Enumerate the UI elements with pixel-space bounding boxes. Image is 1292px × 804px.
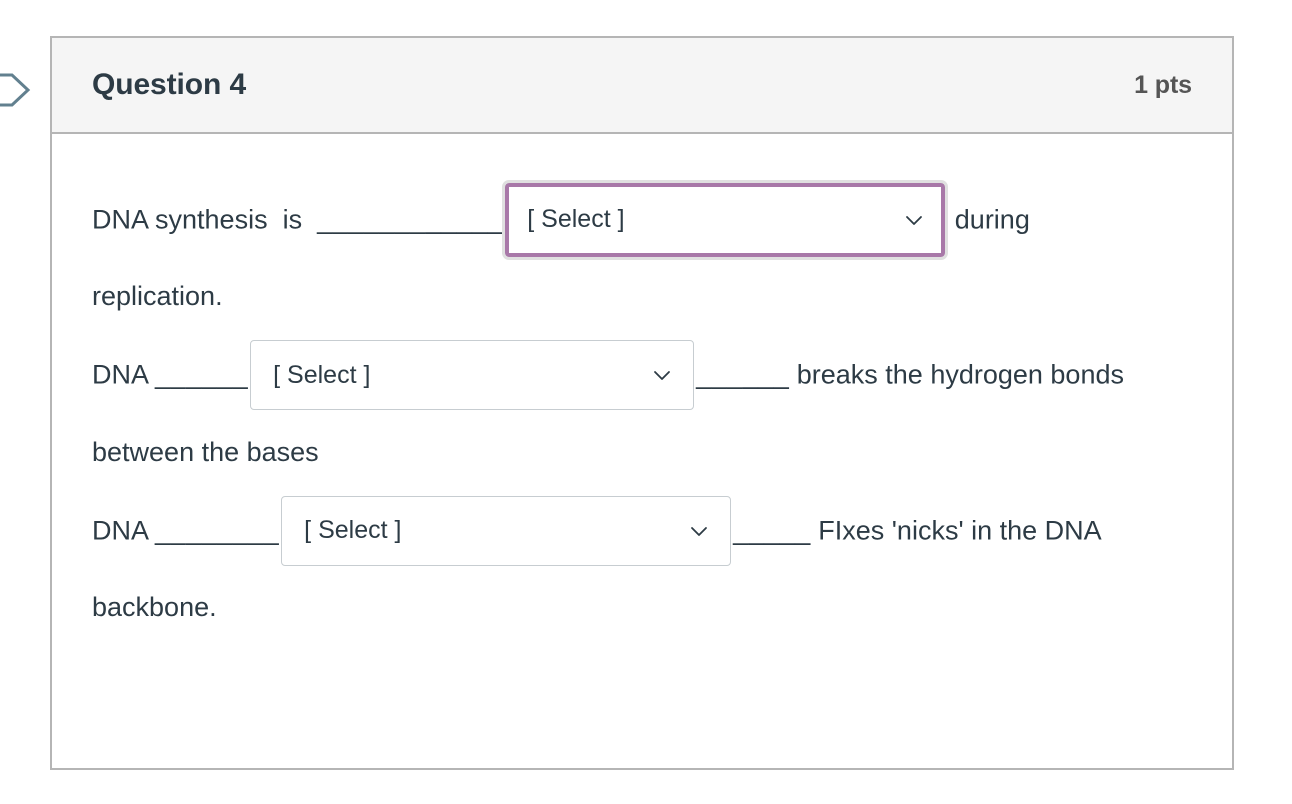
select-dropdown-3[interactable]: [ Select ] bbox=[281, 495, 732, 566]
question-points: 1 pts bbox=[1134, 70, 1192, 99]
answer-blank-3: ______ bbox=[696, 359, 790, 390]
question-text-1-suffix: during bbox=[947, 204, 1030, 235]
question-flag-marker[interactable] bbox=[0, 71, 32, 109]
select-dropdown-3-value: [ Select ] bbox=[304, 516, 402, 545]
answer-blank-2: ______ bbox=[155, 359, 249, 390]
question-text-3-suffix: breaks the hydrogen bonds bbox=[789, 359, 1124, 390]
question-text-line-6: backbone. bbox=[92, 592, 217, 623]
page-title: Question 4 bbox=[92, 68, 247, 101]
chevron-down-icon bbox=[686, 518, 712, 544]
answer-blank-4: ________ bbox=[155, 515, 280, 546]
answer-blank-5: _____ bbox=[733, 515, 811, 546]
chevron-down-icon bbox=[901, 207, 927, 233]
answer-blank-1: ____________ bbox=[317, 204, 504, 235]
chevron-down-icon bbox=[649, 362, 675, 388]
question-text-1: DNA synthesis is bbox=[92, 204, 318, 235]
select-dropdown-2-value: [ Select ] bbox=[273, 360, 371, 389]
question-body: DNA synthesis is ____________ [ Select ]… bbox=[52, 134, 1232, 646]
question-header: Question 4 1 pts bbox=[52, 38, 1232, 134]
question-text-line-2: replication. bbox=[92, 281, 223, 312]
question-text-5-suffix: FIxes 'nicks' in the DNA bbox=[810, 515, 1102, 546]
question-text-3: DNA bbox=[92, 359, 156, 390]
question-text-line-4: between the bases bbox=[92, 436, 319, 467]
select-dropdown-2[interactable]: [ Select ] bbox=[250, 340, 695, 411]
question-text-5: DNA bbox=[92, 515, 156, 546]
select-dropdown-1-value: [ Select ] bbox=[527, 205, 625, 234]
question-card: Question 4 1 pts DNA synthesis is ______… bbox=[50, 36, 1234, 770]
select-dropdown-1[interactable]: [ Select ] bbox=[502, 179, 949, 260]
